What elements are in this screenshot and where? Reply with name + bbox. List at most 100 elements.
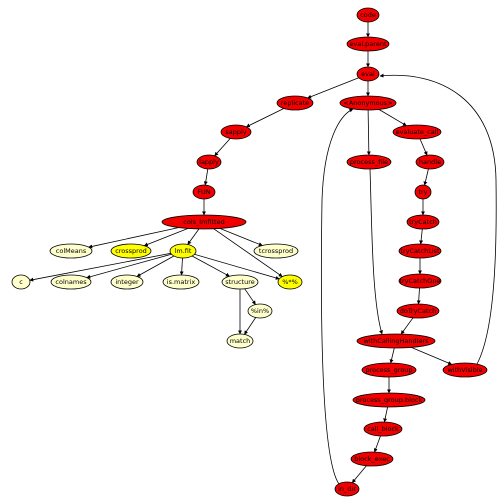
graph-node: cols_lmfitted: [161, 214, 247, 230]
edge-11-to-14: [86, 253, 172, 279]
node-label: withVisible: [447, 366, 482, 374]
node-label: handle: [419, 158, 441, 166]
graph-node: lm.fit: [169, 243, 197, 259]
node-shape: [169, 243, 197, 259]
edge-21-to-23: [378, 109, 407, 127]
node-label: process_group: [365, 366, 412, 374]
node-shape: [221, 274, 259, 290]
graph-node: structure: [221, 274, 259, 290]
graph-node: process_group.block: [352, 392, 426, 408]
node-shape: [192, 184, 216, 200]
graph-node: is.matrix: [162, 274, 200, 290]
edge-22-to-30: [369, 168, 383, 335]
edge-8-to-12: [219, 228, 263, 247]
graph-node: block_exec: [350, 451, 394, 467]
edge-8-to-10: [143, 228, 188, 247]
node-label: cols_lmfitted: [183, 218, 224, 226]
graph-node: handle: [415, 154, 445, 170]
node-label: tryCatchOne: [399, 277, 440, 285]
node-shape: [49, 243, 93, 259]
graph-node: tryCatchList: [398, 243, 442, 259]
node-shape: [356, 66, 380, 82]
edge-29-to-30: [400, 317, 414, 335]
edge-8-to-11: [187, 228, 200, 245]
graph-node: doTryCatch: [396, 303, 440, 319]
graph-node: withVisible: [442, 362, 488, 378]
graph-node: crossprod: [110, 243, 152, 259]
node-label: colMeans: [56, 247, 87, 255]
graph-node: tryCatchOne: [398, 273, 442, 289]
edge-5-to-6: [214, 138, 231, 157]
graph-node: process_group: [361, 362, 417, 378]
node-shape: [161, 214, 247, 230]
node-label: crossprod: [115, 247, 147, 255]
node-shape: [110, 274, 144, 290]
node-shape: [110, 243, 152, 259]
edge-19-to-20: [244, 317, 257, 335]
graph-node: %*%: [277, 274, 303, 290]
graph-node: withCallingHandlers: [356, 333, 436, 349]
graph-edges: [29, 22, 497, 485]
edge-28-to-29: [416, 287, 421, 305]
edge-30-to-36: [411, 347, 453, 365]
graph-node: tryCatch: [406, 214, 440, 230]
graph-node: code: [356, 7, 380, 23]
node-shape: [247, 303, 273, 319]
node-shape: [196, 154, 222, 170]
edge-6-to-7: [203, 168, 209, 186]
edge-34-to-35: [351, 465, 367, 484]
edge-11-to-16: [179, 257, 184, 276]
edge-11-to-18: [194, 253, 280, 280]
edge-36-to-3: [379, 73, 497, 365]
node-label: colnames: [55, 278, 87, 286]
node-shape: [226, 333, 254, 349]
node-label: %*%: [282, 278, 298, 286]
edge-11-to-15: [136, 255, 175, 277]
node-label: process_file: [350, 158, 388, 166]
node-shape: [442, 362, 488, 378]
node-label: eval: [361, 70, 375, 78]
node-shape: [361, 362, 417, 378]
node-shape: [415, 154, 445, 170]
node-shape: [363, 421, 403, 437]
node-label: code: [360, 11, 376, 19]
edge-30-to-31: [389, 347, 395, 364]
node-label: c: [19, 278, 23, 286]
graph-node: eval.parent: [346, 36, 390, 52]
graph-node: FUN: [192, 184, 216, 200]
node-label: lapply: [199, 158, 219, 166]
node-shape: [356, 333, 436, 349]
node-shape: [346, 154, 392, 170]
node-label: replicate: [281, 99, 309, 107]
node-shape: [414, 184, 432, 200]
edge-8-to-9: [88, 227, 179, 249]
graph-node: sapply: [220, 124, 252, 140]
graph-node: colnames: [50, 274, 92, 290]
graph-node: eval: [356, 66, 380, 82]
edge-8-to-18: [213, 228, 283, 277]
node-label: eval.parent: [349, 40, 386, 48]
node-label: in_dir: [338, 485, 356, 493]
graph-node: evaluate_call: [392, 124, 442, 140]
graph-node: colMeans: [49, 243, 93, 259]
edge-21-to-22: [366, 109, 371, 156]
edge-23-to-24: [419, 138, 428, 156]
edge-33-to-34: [373, 435, 381, 453]
edge-17-to-19: [244, 288, 256, 305]
graph-node: match: [226, 333, 254, 349]
node-shape: [50, 274, 92, 290]
edge-4-to-5: [245, 108, 284, 128]
graph-node: call_block: [363, 421, 403, 437]
node-shape: [162, 274, 200, 290]
graph-node: tcrossprod: [253, 243, 299, 259]
edge-11-to-13: [29, 252, 171, 282]
edge-35-to-21: [320, 108, 354, 485]
graph-node: <Anonymous>: [339, 95, 397, 111]
edge-3-to-4: [307, 77, 359, 99]
node-label: lm.fit: [175, 247, 192, 255]
node-shape: [346, 36, 390, 52]
node-shape: [352, 392, 426, 408]
graph-node: in_dir: [334, 481, 360, 497]
graph-node: replicate: [276, 95, 314, 111]
node-shape: [406, 214, 440, 230]
